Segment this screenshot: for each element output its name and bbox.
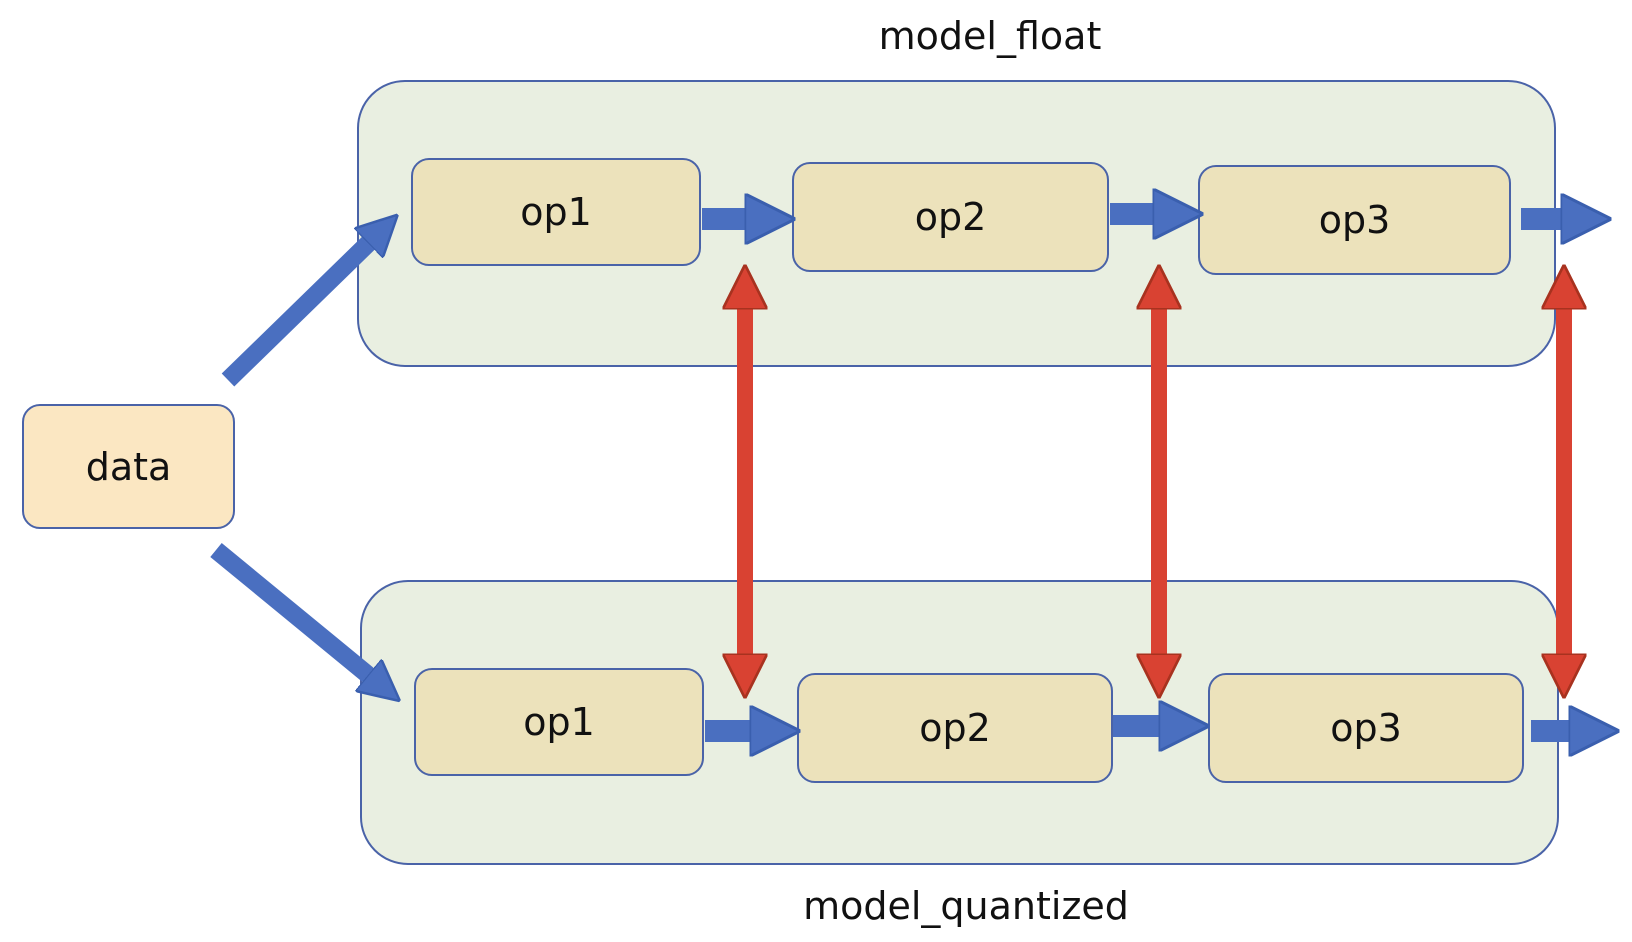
float-op1-node: op1 <box>411 158 701 266</box>
group-title-float: model_float <box>878 14 1102 58</box>
float-op3-node: op3 <box>1198 165 1511 275</box>
quantized-op1-node: op1 <box>414 668 704 776</box>
data-to-quantized-arrow <box>210 543 384 688</box>
group-title-quantized: model_quantized <box>803 884 1129 928</box>
data-node: data <box>22 404 235 529</box>
quantized-op2-node: op2 <box>797 673 1113 783</box>
float-op2-node: op2 <box>792 162 1109 272</box>
quantized-op3-node: op3 <box>1208 673 1524 783</box>
